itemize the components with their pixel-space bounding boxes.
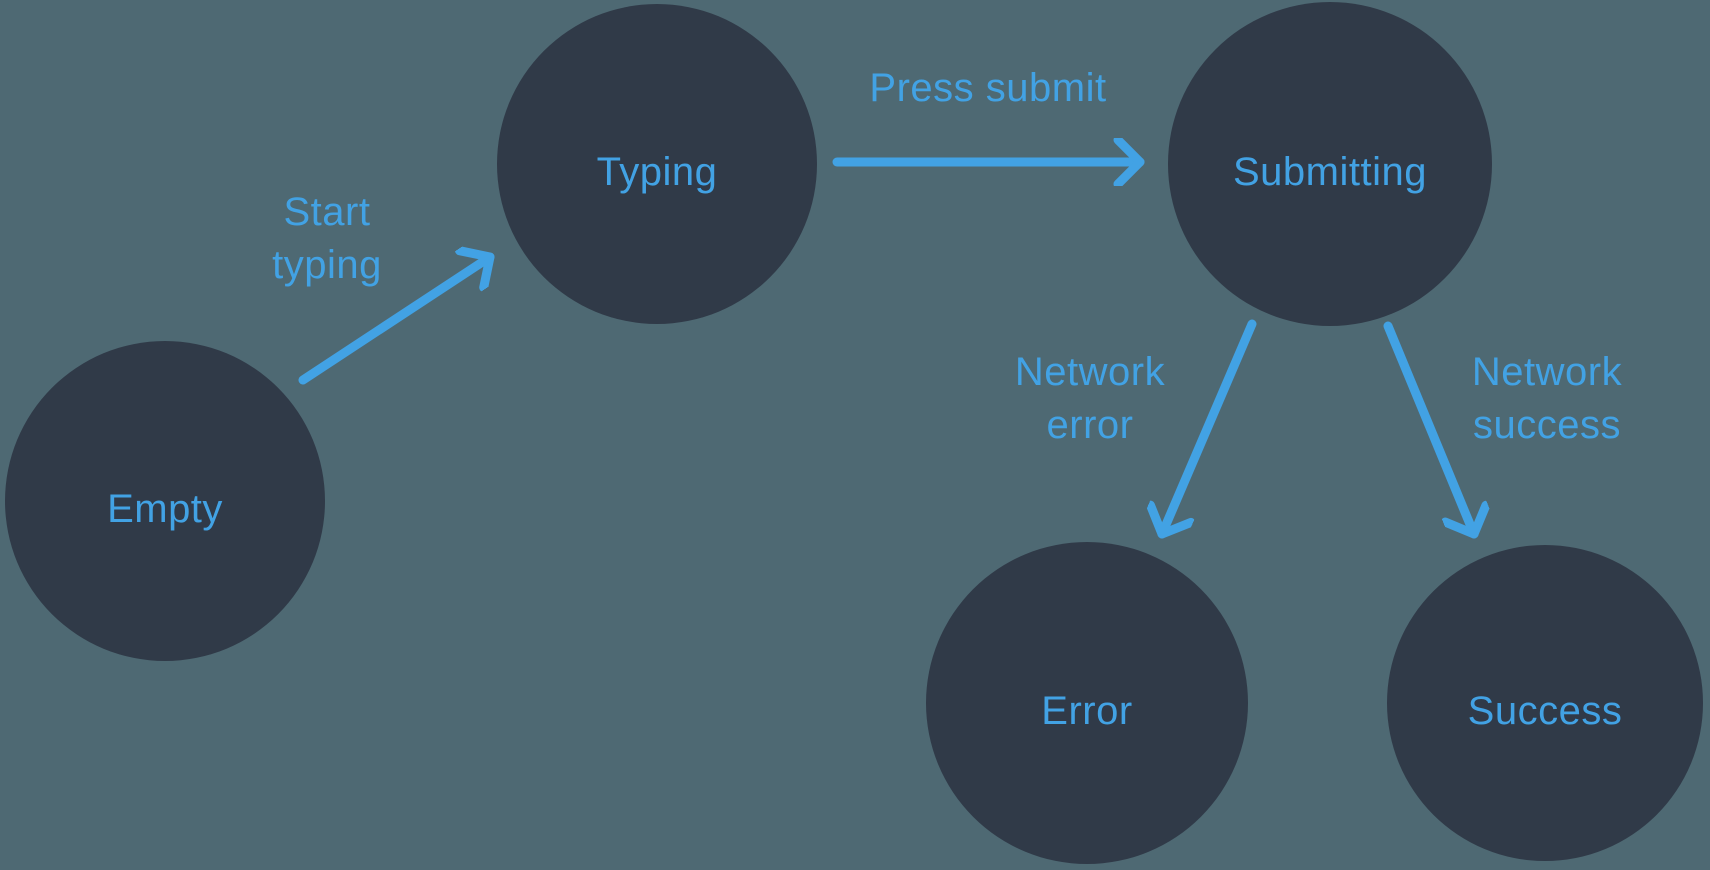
state-label-error: Error (1041, 689, 1132, 733)
state-node-submitting (1168, 2, 1492, 326)
transition-arrow-submitting-to-success (1383, 321, 1474, 539)
state-label-typing: Typing (597, 150, 718, 194)
transition-arrow-empty-to-typing (298, 257, 495, 385)
state-node-empty (5, 341, 325, 661)
transition-label-empty-to-typing-line-2: typing (272, 243, 382, 287)
edges-layer (298, 162, 1474, 539)
transition-label-submitting-to-error-line-1: Network (1015, 350, 1166, 394)
transition-label-submitting-to-success-line-2: success (1473, 403, 1621, 447)
transition-label-submitting-to-error-line-2: error (1047, 403, 1134, 447)
transition-label-submitting-to-success-line-1: Network (1472, 350, 1623, 394)
state-label-submitting: Submitting (1233, 150, 1427, 194)
state-node-error (926, 542, 1248, 864)
state-node-typing (497, 4, 817, 324)
transition-arrow-submitting-to-error (1162, 319, 1257, 539)
transition-label-empty-to-typing-line-1: Start (284, 190, 371, 234)
state-label-empty: Empty (107, 487, 223, 531)
state-node-success (1387, 545, 1703, 861)
state-label-success: Success (1468, 689, 1623, 733)
transition-label-typing-to-submitting-line-1: Press submit (869, 66, 1106, 110)
